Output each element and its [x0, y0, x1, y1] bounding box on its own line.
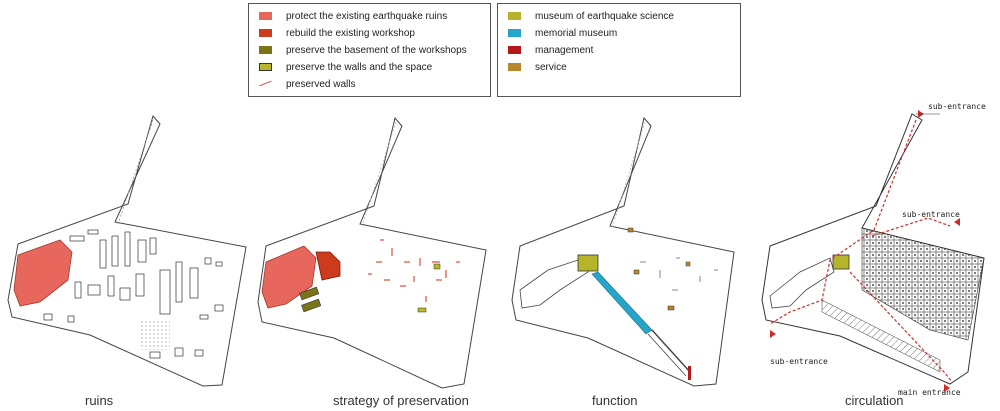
small-structures	[640, 257, 718, 291]
railway	[361, 121, 397, 227]
legend-label: protect the existing earthquake ruins	[286, 10, 448, 22]
preserved-basement	[301, 298, 322, 313]
building-footprints	[43, 229, 224, 359]
legend-item-management: management	[508, 43, 593, 57]
ruins-area	[13, 239, 73, 307]
hatched-path	[821, 299, 941, 373]
legend-label: memorial museum	[535, 27, 618, 39]
preserved-walls	[368, 239, 460, 302]
building-outline	[769, 257, 835, 309]
rebuilt-workshop	[315, 251, 341, 281]
preserved-wall-space	[433, 263, 441, 270]
legend-item-preserved-walls: preserved walls	[259, 77, 355, 91]
legend-label: management	[535, 44, 594, 56]
railway	[611, 121, 646, 229]
management	[688, 366, 691, 380]
swatch-ruins	[259, 12, 272, 20]
sub-entrance-top-label: sub-entrance	[928, 102, 986, 111]
preserved-basement	[299, 286, 320, 301]
service-blocks	[627, 227, 691, 311]
legend-item-ruins: protect the existing earthquake ruins	[259, 9, 447, 23]
grid-area	[861, 227, 985, 341]
walkway	[647, 333, 687, 377]
building-outline	[519, 257, 589, 309]
caption-function: function	[592, 393, 638, 408]
legend-item-service: service	[508, 60, 567, 74]
legend-function: museum of earthquake science memorial mu…	[497, 3, 741, 97]
map-ruins	[7, 114, 247, 387]
legend-item-rebuild-workshop: rebuild the existing workshop	[259, 26, 415, 40]
caption-ruins: ruins	[85, 393, 114, 408]
swatch-service	[508, 63, 521, 71]
legend-label: preserve the walls and the space	[286, 61, 433, 73]
legend-item-basement: preserve the basement of the workshops	[259, 43, 467, 57]
legend-item-memorial-museum: memorial museum	[508, 26, 617, 40]
main-entrance-label: main entrance	[898, 388, 961, 397]
legend-label: service	[535, 61, 567, 73]
legend-item-walls-space: preserve the walls and the space	[259, 60, 432, 74]
legend-label: preserve the basement of the workshops	[286, 44, 467, 56]
site-outline	[257, 116, 487, 389]
tree-area	[140, 320, 170, 350]
caption-strategy: strategy of preservation	[333, 393, 469, 408]
legend-label: preserved walls	[286, 78, 356, 90]
swatch-rebuild-workshop	[259, 29, 272, 37]
map-function	[511, 116, 735, 387]
sub-entrance-left-label: sub-entrance	[770, 357, 828, 366]
map-circulation	[761, 110, 985, 392]
sub-entrance-mid-label: sub-entrance	[902, 210, 960, 219]
legend-preservation: protect the existing earthquake ruins re…	[248, 3, 491, 97]
preserved-wall-space	[417, 307, 427, 313]
site-outline	[511, 116, 735, 387]
railway	[117, 119, 154, 225]
swatch-walls-space	[259, 63, 272, 71]
walkway	[651, 329, 691, 373]
caption-circulation: circulation	[845, 393, 904, 408]
site-outline	[7, 114, 247, 387]
science-museum	[832, 254, 850, 270]
swatch-basement	[259, 46, 272, 54]
circulation-routes	[769, 119, 953, 383]
legend-label: rebuild the existing workshop	[286, 27, 415, 39]
legend-item-science-museum: museum of earthquake science	[508, 9, 674, 23]
swatch-science-museum	[508, 12, 521, 20]
swatch-memorial-museum	[508, 29, 521, 37]
legend-label: museum of earthquake science	[535, 10, 674, 22]
map-strategy	[257, 116, 487, 389]
science-museum	[577, 254, 599, 272]
swatch-management	[508, 46, 521, 54]
